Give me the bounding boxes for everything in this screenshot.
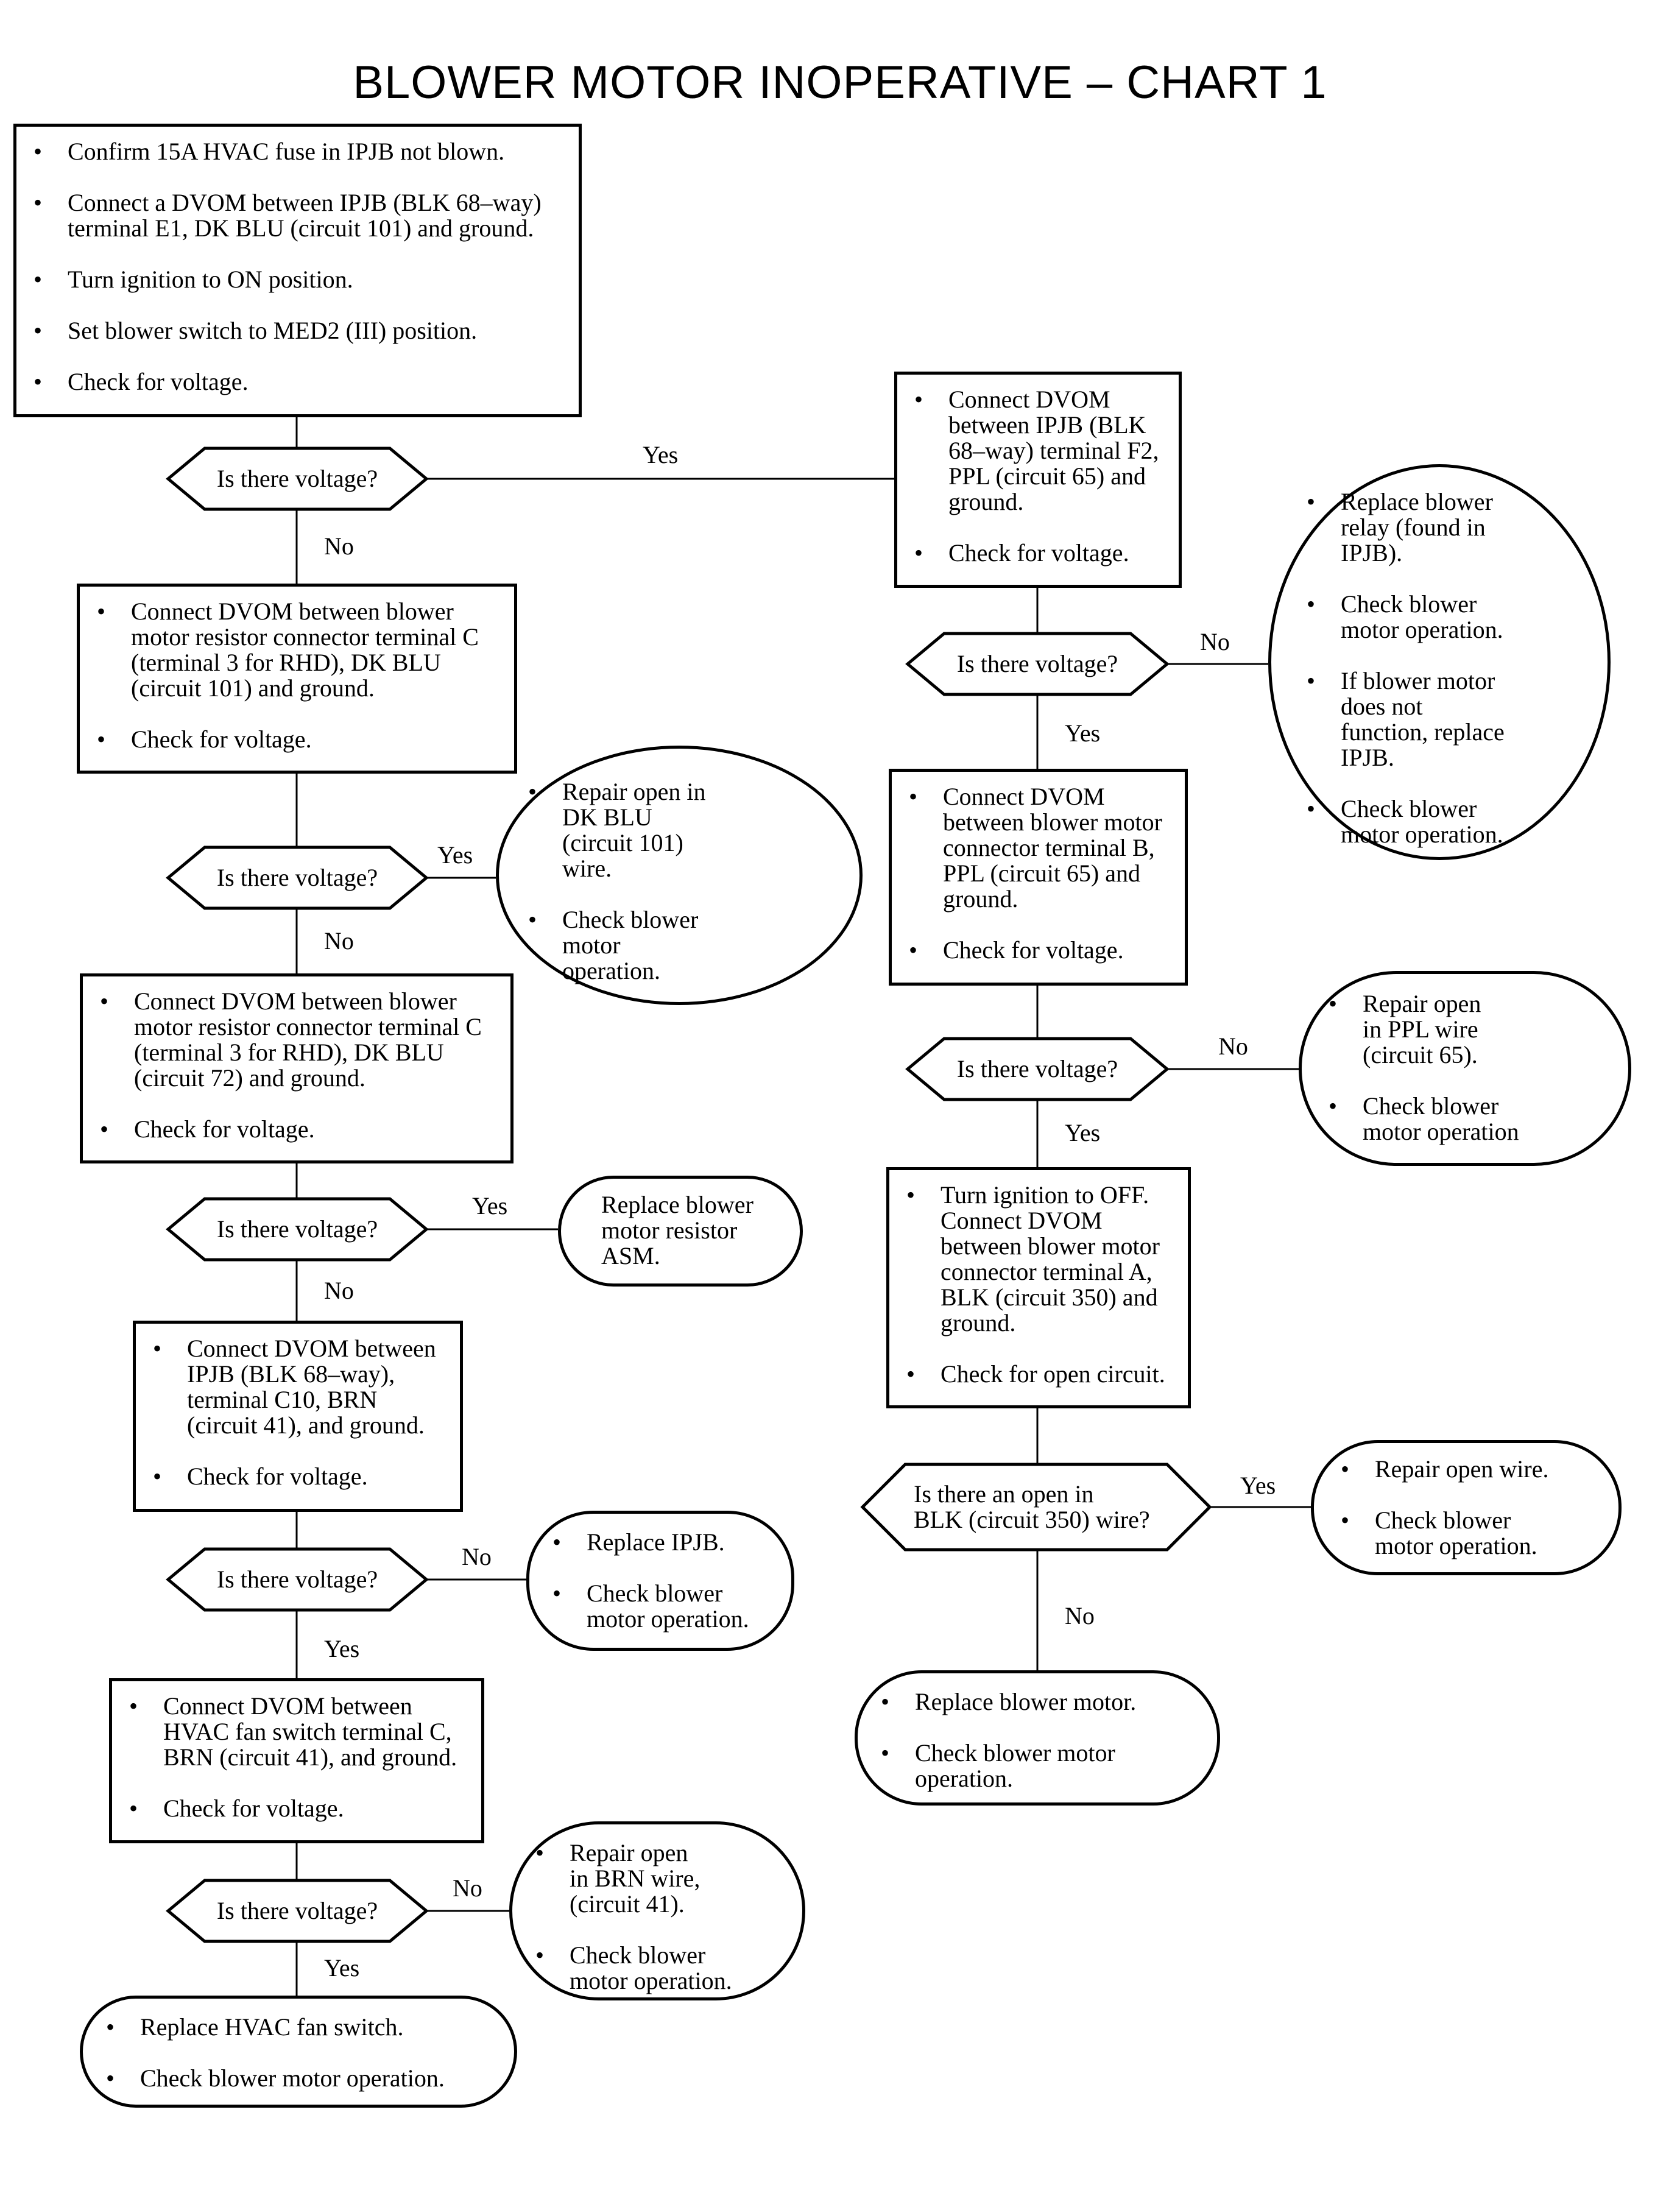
step1-item: Connect a DVOM between IPJB (BLK 68–way)…: [29, 190, 566, 241]
decision-rd3-shape: [860, 1463, 1212, 1552]
decision-d5-shape: [166, 1879, 429, 1943]
step3-item: Connect DVOM between blower motor resist…: [95, 989, 498, 1091]
end-item: Replace blower relay (found in IPJB).: [1302, 489, 1583, 566]
end-item: If blower motor does not function, repla…: [1302, 668, 1583, 771]
step4-item: Check for voltage.: [148, 1464, 448, 1490]
decision-rd2-shape: [905, 1037, 1170, 1101]
decision-rd2: Is there voltage?: [956, 1055, 1118, 1082]
edge-label-no: No: [324, 1277, 354, 1304]
decision-d4-shape: [166, 1547, 429, 1612]
step4-box: Connect DVOM between IPJB (BLK 68–way), …: [133, 1321, 463, 1512]
r-step1-box: Connect DVOM between IPJB (BLK 68–way) t…: [894, 372, 1182, 588]
end-item: Repair open in DK BLU (circuit 101) wire…: [523, 779, 835, 881]
step1-item: Turn ignition to ON position.: [29, 267, 566, 293]
end-item: Check blower motor operation: [1324, 1093, 1610, 1145]
edge-label-no: No: [1065, 1602, 1095, 1629]
step1-item: Check for voltage.: [29, 369, 566, 395]
step5-item: Connect DVOM between HVAC fan switch ter…: [124, 1693, 469, 1770]
edge-label-yes: Yes: [1065, 719, 1101, 747]
step5-item: Check for voltage.: [124, 1796, 469, 1822]
decision-d2: Is there voltage?: [216, 864, 378, 891]
decision-d4: Is there voltage?: [216, 1566, 378, 1593]
end-item: Replace blower motor.: [876, 1689, 1199, 1715]
r-step2-box: Connect DVOM between blower motor connec…: [889, 769, 1188, 986]
end-replace-resistor: Replace blower motor resistor ASM.: [558, 1176, 803, 1287]
end-repair-blk: Repair open wire. Check blower motor ope…: [1311, 1440, 1622, 1575]
decision-d2-shape: [166, 846, 429, 910]
end-replace-ipjb: Replace IPJB. Check blower motor operati…: [526, 1511, 794, 1651]
edge-label-yes: Yes: [472, 1192, 508, 1220]
end-item: Check blower motor operation.: [1302, 591, 1583, 643]
end-item: Repair open in BRN wire, (circuit 41).: [531, 1840, 784, 1917]
decision-d3: Is there voltage?: [216, 1215, 378, 1243]
end-repair-dk-blu: Repair open in DK BLU (circuit 101) wire…: [496, 746, 863, 1005]
step2-item: Check for voltage.: [92, 727, 502, 753]
decision-d3-shape: [166, 1197, 429, 1262]
step1-item: Set blower switch to MED2 (III) position…: [29, 318, 566, 344]
edge-label-yes: Yes: [1240, 1472, 1276, 1499]
decision-rd1-shape: [905, 632, 1170, 696]
end-replace-relay: Replace blower relay (found in IPJB). Ch…: [1268, 464, 1611, 860]
end-item: Check blower motor operation.: [523, 907, 835, 984]
decision-d1-shape: [166, 447, 429, 511]
end-item: Repair open in PPL wire (circuit 65).: [1324, 991, 1610, 1068]
step3-box: Connect DVOM between blower motor resist…: [80, 973, 514, 1163]
end-item: Check blower motor operation.: [548, 1581, 773, 1632]
step2-box: Connect DVOM between blower motor resist…: [77, 584, 517, 774]
end-item: Check blower motor operation.: [1302, 796, 1583, 847]
decision-d5: Is there voltage?: [216, 1897, 378, 1924]
end-item: Replace IPJB.: [548, 1530, 773, 1556]
decision-rd1: Is there voltage?: [956, 650, 1118, 677]
end-item: Check blower motor operation.: [531, 1943, 784, 1994]
edge-label-no: No: [453, 1874, 482, 1902]
edge-label-no: No: [324, 927, 354, 955]
step1-box: Confirm 15A HVAC fuse in IPJB not blown.…: [13, 124, 582, 417]
r-step1-item: Check for voltage.: [909, 540, 1166, 567]
edge-label-yes: Yes: [1065, 1119, 1101, 1146]
step5-box: Connect DVOM between HVAC fan switch ter…: [109, 1678, 484, 1843]
step4-item: Connect DVOM between IPJB (BLK 68–way), …: [148, 1336, 448, 1438]
end-item: Check blower motor operation.: [1336, 1508, 1600, 1559]
end-item: Replace HVAC fan switch.: [101, 2014, 496, 2041]
end-item: Check blower motor operation.: [101, 2066, 496, 2092]
step3-item: Check for voltage.: [95, 1117, 498, 1143]
r-step3-item: Turn ignition to OFF. Connect DVOM betwe…: [902, 1182, 1176, 1336]
end-repair-ppl: Repair open in PPL wire (circuit 65). Ch…: [1299, 971, 1631, 1166]
end-item: Check blower motor operation.: [876, 1740, 1199, 1792]
decision-rd3: Is there an open in BLK (circuit 350) wi…: [914, 1480, 1150, 1533]
page-title: BLOWER MOTOR INOPERATIVE – CHART 1: [353, 57, 1327, 108]
decision-d1: Is there voltage?: [216, 465, 378, 492]
r-step3-box: Turn ignition to OFF. Connect DVOM betwe…: [886, 1167, 1191, 1408]
r-step2-item: Check for voltage.: [904, 937, 1173, 964]
edge-label-yes: Yes: [324, 1954, 360, 1982]
end-text: Replace blower motor resistor ASM.: [601, 1191, 754, 1269]
edge-label-no: No: [324, 532, 354, 560]
end-repair-brn: Repair open in BRN wire, (circuit 41). C…: [509, 1821, 805, 2000]
edge-label-yes: Yes: [643, 441, 679, 468]
edge-label-yes: Yes: [437, 841, 473, 869]
edge-label-no: No: [462, 1543, 492, 1570]
r-step1-item: Connect DVOM between IPJB (BLK 68–way) t…: [909, 387, 1166, 515]
step2-item: Connect DVOM between blower motor resist…: [92, 599, 502, 701]
r-step3-item: Check for open circuit.: [902, 1361, 1176, 1388]
edge-label-no: No: [1200, 628, 1230, 655]
step1-item: Confirm 15A HVAC fuse in IPJB not blown.: [29, 139, 566, 165]
edge-label-yes: Yes: [324, 1635, 360, 1662]
end-item: Repair open wire.: [1336, 1456, 1600, 1483]
edge-label-no: No: [1218, 1033, 1248, 1060]
end-replace-blower-motor: Replace blower motor. Check blower motor…: [855, 1670, 1220, 1806]
r-step2-item: Connect DVOM between blower motor connec…: [904, 784, 1173, 912]
end-replace-fan-switch: Replace HVAC fan switch. Check blower mo…: [80, 1996, 517, 2108]
